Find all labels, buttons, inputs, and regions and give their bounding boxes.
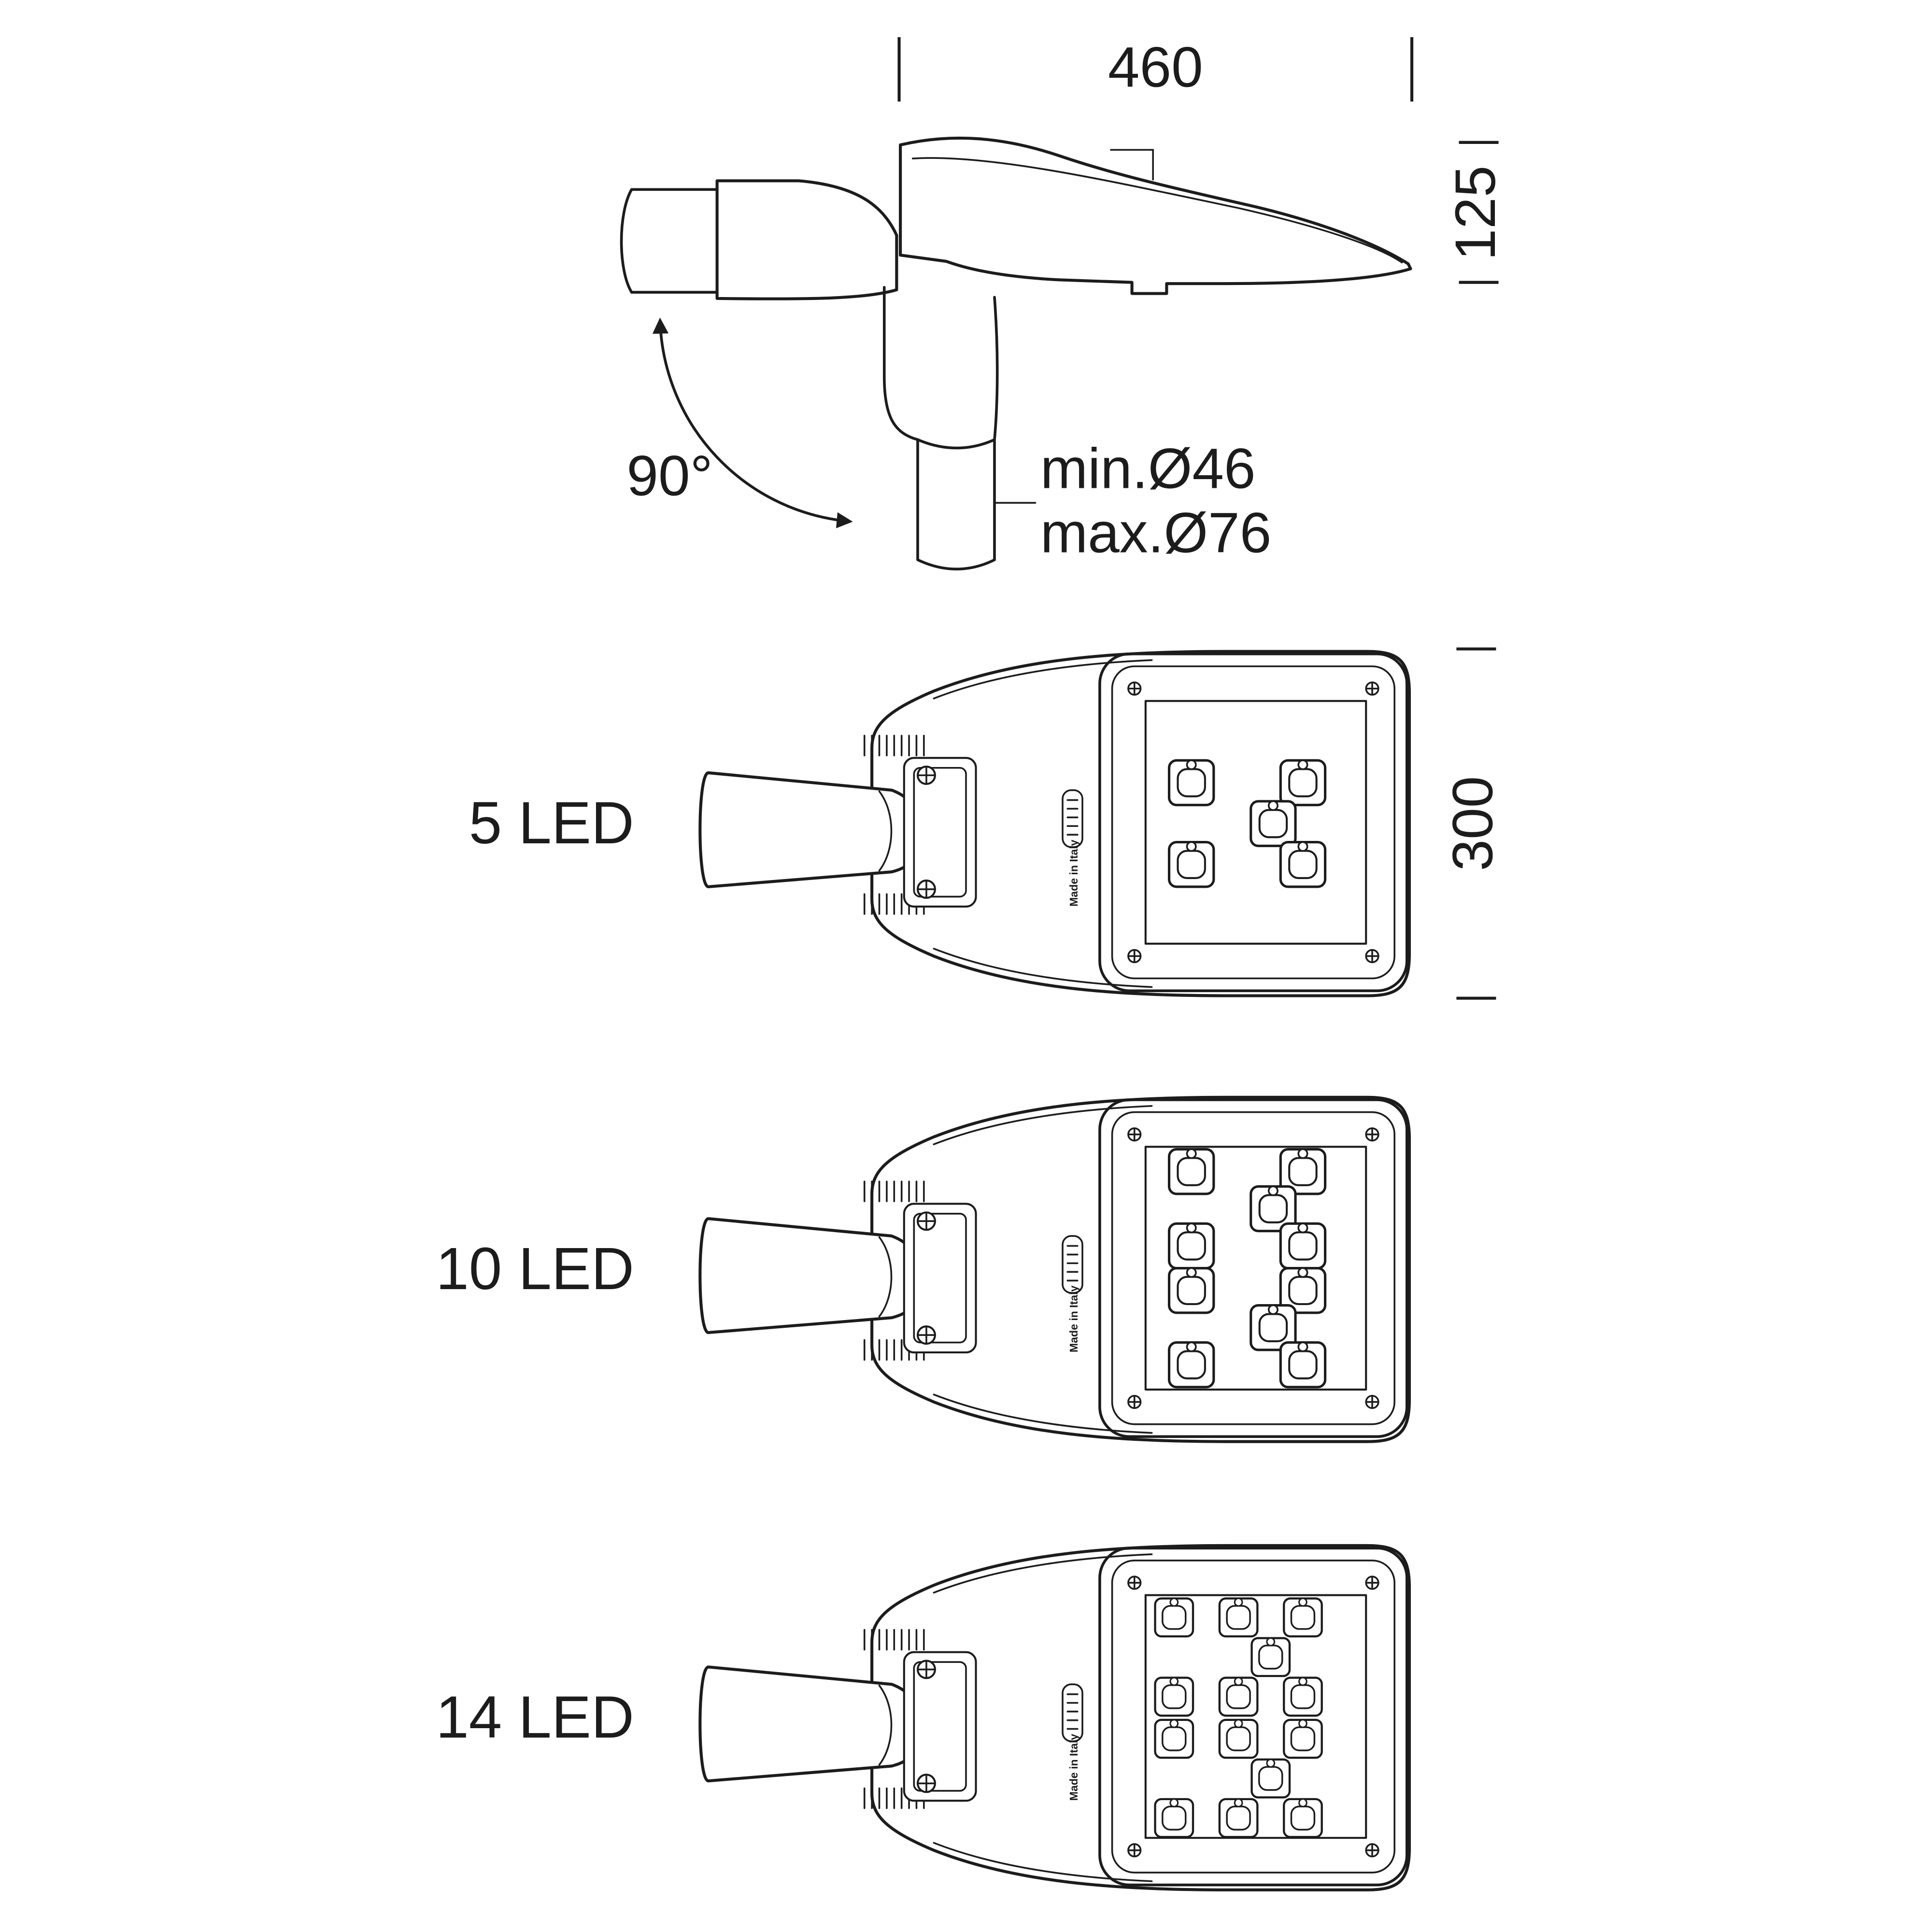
mounting-pipe-horizontal [620,179,898,300]
rotation-arc [652,317,853,528]
made-in-label: Made in Italy [1067,1734,1080,1801]
top-view-5led-label: 5 LED [469,790,634,856]
rotation-annotation: 90° [626,317,853,528]
mounting-pipe-vertical [882,286,1037,571]
pole-diameter-annotation: min.Ø46 max.Ø76 [1040,436,1272,564]
pole-max-value: max.Ø76 [1040,501,1272,565]
luminaire-head [899,136,1412,295]
rotation-angle-value: 90° [626,444,712,508]
pole-min-value: min.Ø46 [1040,436,1256,500]
side-view: 460 125 90° [620,35,1507,571]
dim-height: 125 [1443,141,1507,284]
made-in-label: Made in Italy [1067,1285,1080,1352]
made-in-label: Made in Italy [1067,839,1080,907]
top-view-10led-label: 10 LED [436,1236,634,1302]
dim-width-value: 460 [1108,35,1203,99]
top-view-10led: 10 LED Made in Italy [436,1097,1409,1442]
dim-height-value: 125 [1443,166,1507,261]
top-view-5led: 5 LED Made in Italy 300 [469,647,1505,1000]
dim-depth-value: 300 [1441,776,1505,871]
dim-depth: 300 [1441,647,1505,1000]
top-view-14led-label: 14 LED [436,1684,634,1750]
top-view-14led: 14 LED Made in Italy [436,1546,1409,1890]
dim-width: 460 [897,35,1414,102]
